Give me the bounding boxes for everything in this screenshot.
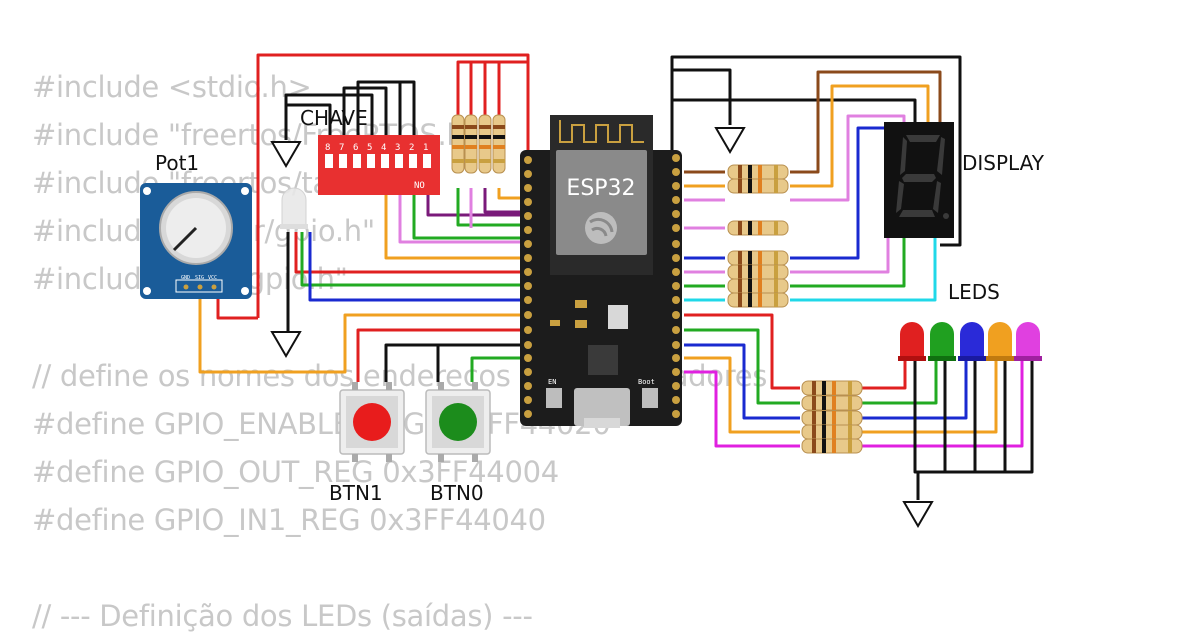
boot-button[interactable] bbox=[642, 388, 658, 408]
code-line: #define GPIO_IN1_REG 0x3FF44040 bbox=[32, 503, 546, 537]
resistor bbox=[801, 395, 863, 411]
resistor bbox=[464, 114, 478, 174]
resistor bbox=[801, 438, 863, 454]
pot-pin-label: VCC bbox=[208, 275, 217, 281]
resistor bbox=[727, 164, 789, 180]
ground-icon bbox=[715, 127, 745, 153]
dip-number: 4 bbox=[381, 143, 386, 153]
display-label: DISPLAY bbox=[962, 151, 1045, 175]
dip-switch[interactable]: 8 7 6 5 4 3 2 1 NO bbox=[318, 135, 440, 195]
potentiometer[interactable]: GND SIG VCC bbox=[140, 183, 252, 299]
resistor bbox=[727, 278, 789, 294]
resistor bbox=[727, 264, 789, 280]
led-orange[interactable] bbox=[986, 322, 1014, 361]
led-red[interactable] bbox=[898, 322, 926, 361]
resistor bbox=[727, 178, 789, 194]
dip-number: 8 bbox=[325, 143, 330, 153]
ground-icon bbox=[271, 141, 301, 167]
pot-knob-indicator[interactable] bbox=[172, 226, 198, 252]
code-line: #include <stdio.h> bbox=[32, 70, 312, 104]
dip-number: 7 bbox=[339, 143, 344, 153]
en-button[interactable] bbox=[546, 388, 562, 408]
pot-label: Pot1 bbox=[155, 151, 199, 175]
resistor bbox=[478, 114, 492, 174]
boot-label: Boot bbox=[638, 378, 655, 386]
btn0-label: BTN0 bbox=[430, 481, 484, 505]
en-label: EN bbox=[548, 378, 556, 386]
usb-port[interactable] bbox=[574, 388, 630, 426]
leds-label: LEDS bbox=[948, 280, 1000, 304]
esp32-label: ESP32 bbox=[566, 176, 635, 201]
led-green[interactable] bbox=[928, 322, 956, 361]
esp32-board[interactable]: ESP32 EN Boot bbox=[520, 115, 682, 428]
dip-no-label: NO bbox=[414, 181, 425, 191]
pot-pin-label: GND bbox=[181, 275, 190, 281]
resistor bbox=[727, 250, 789, 266]
resistor bbox=[801, 424, 863, 440]
dip-number: 6 bbox=[353, 143, 358, 153]
ground-icon bbox=[271, 331, 301, 357]
resistor bbox=[801, 410, 863, 426]
button-btn0[interactable] bbox=[425, 382, 491, 462]
led-blue[interactable] bbox=[958, 322, 986, 361]
btn1-label: BTN1 bbox=[329, 481, 383, 505]
button-btn1[interactable] bbox=[339, 382, 405, 462]
led-magenta[interactable] bbox=[1014, 322, 1042, 361]
dip-number: 2 bbox=[409, 143, 414, 153]
rgb-led[interactable] bbox=[280, 187, 308, 229]
dip-number: 5 bbox=[367, 143, 372, 153]
code-line: // --- Definição dos LEDs (saídas) --- bbox=[32, 599, 533, 633]
ground-icon bbox=[903, 501, 933, 527]
seven-segment-display[interactable] bbox=[884, 122, 954, 238]
resistor bbox=[801, 380, 863, 396]
resistor bbox=[727, 292, 789, 308]
dip-number: 1 bbox=[423, 143, 428, 153]
dip-label: CHAVE bbox=[300, 106, 368, 130]
resistor bbox=[727, 220, 789, 236]
resistor bbox=[451, 114, 465, 174]
espressif-logo-icon bbox=[585, 212, 617, 244]
code-line: #define GPIO_OUT_REG 0x3FF44004 bbox=[32, 455, 559, 489]
pot-pin-label: SIG bbox=[195, 275, 204, 281]
dip-number: 3 bbox=[395, 143, 400, 153]
resistor bbox=[492, 114, 506, 174]
wires bbox=[198, 53, 1034, 500]
